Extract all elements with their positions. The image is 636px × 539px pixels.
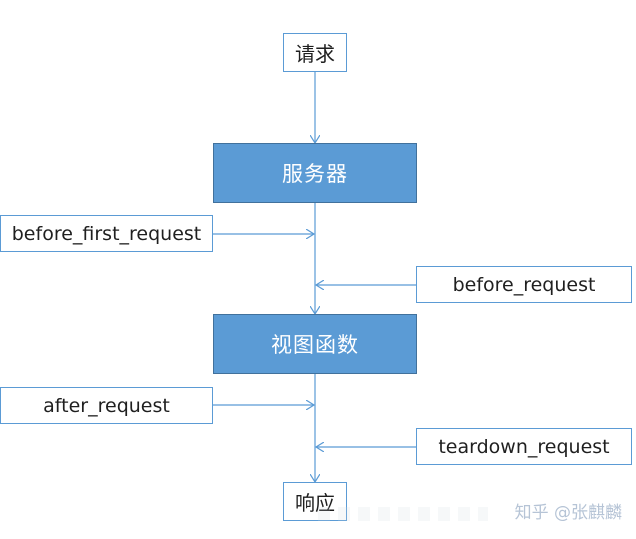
- before-request-label: before_request: [452, 273, 596, 296]
- before-request-box: before_request: [416, 266, 632, 303]
- view-function-node-label: 视图函数: [271, 333, 359, 357]
- view-function-node: 视图函数: [213, 314, 417, 374]
- after-request-box: after_request: [0, 387, 213, 424]
- response-node-label: 响应: [295, 491, 335, 515]
- server-node: 服务器: [213, 143, 417, 203]
- request-node: 请求: [283, 33, 347, 72]
- after-request-label: after_request: [43, 394, 170, 417]
- teardown-request-box: teardown_request: [416, 428, 632, 465]
- response-node: 响应: [283, 482, 347, 521]
- faint-watermark-strip: [318, 507, 488, 521]
- request-node-label: 请求: [295, 42, 335, 66]
- server-node-label: 服务器: [282, 162, 348, 186]
- watermark-text: 知乎 @张麒麟: [514, 503, 622, 523]
- before-first-request-label: before_first_request: [11, 222, 202, 245]
- teardown-request-label: teardown_request: [438, 435, 610, 458]
- zhihu-watermark: 知乎 @张麒麟: [515, 498, 622, 523]
- before-first-request-box: before_first_request: [0, 215, 213, 252]
